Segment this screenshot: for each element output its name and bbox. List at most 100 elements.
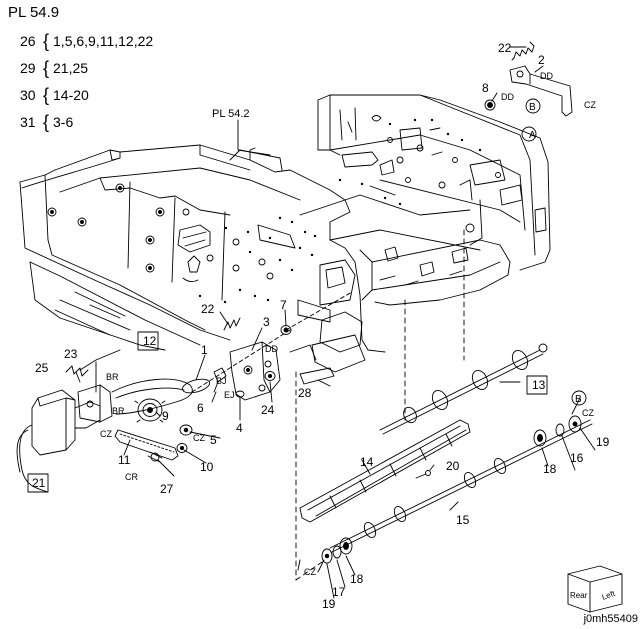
harness-cable — [21, 157, 121, 189]
callout-9: 9 — [162, 409, 169, 423]
code-br: BR — [106, 372, 119, 382]
boxed-callout-frames — [27, 331, 548, 493]
ring-16 — [555, 423, 565, 437]
callout-16: 16 — [570, 451, 584, 465]
callout-8: 8 — [482, 81, 489, 95]
ring-17 — [332, 545, 342, 559]
spring-22-top — [511, 41, 535, 61]
callout-numbers: 22 2 8 3 22 7 1 23 25 6 9 4 24 5 11 10 2… — [32, 41, 610, 611]
code-ej: EJ — [224, 390, 235, 400]
belt-11 — [114, 429, 179, 461]
code-cz: CZ — [193, 433, 205, 443]
callout-20: 20 — [446, 459, 460, 473]
callout-10: 10 — [200, 460, 214, 474]
callout-18: 18 — [543, 462, 557, 476]
part-20 — [415, 470, 431, 479]
kit-row: 29 {21,25 — [20, 57, 88, 78]
orientation-left: Left — [601, 589, 617, 602]
callout-12: 12 — [143, 334, 157, 348]
callout-21: 21 — [32, 476, 46, 490]
gear-9 — [134, 398, 166, 423]
callout-19: 19 — [322, 597, 336, 611]
callout-22: 22 — [201, 302, 215, 316]
callout-11: 11 — [118, 453, 131, 467]
right-frame — [299, 94, 551, 306]
code-bj: BJ — [216, 376, 227, 386]
cross-reference: PL 54.2 — [212, 108, 250, 120]
belt-1 — [181, 378, 211, 394]
bracket-2 — [509, 65, 573, 117]
kit-brace: { — [43, 58, 50, 78]
kit-row: 30 {14-20 — [20, 84, 89, 105]
code-cz: CZ — [100, 429, 112, 439]
letter-codes: DD DD DD CZ CZ CZ CZ CZ BR BR BJ EJ CR A… — [100, 71, 596, 577]
callout-2: 2 — [538, 53, 545, 67]
gear-24 — [264, 371, 276, 381]
orientation-rear: Rear — [570, 591, 588, 600]
callout-19: 19 — [596, 435, 610, 449]
kit-number: 29 — [20, 60, 36, 76]
callout-14: 14 — [360, 455, 374, 469]
callout-13: 13 — [532, 378, 546, 392]
drawing-code: j0mh55409 — [583, 613, 638, 625]
axis-line — [191, 329, 291, 393]
code-cr: CR — [125, 472, 138, 482]
code-cz: CZ — [582, 408, 594, 418]
callout-27: 27 — [160, 482, 174, 496]
callout-28: 28 — [298, 386, 312, 400]
axis-line — [285, 291, 353, 331]
callout-17: 17 — [332, 585, 346, 599]
spring-23 — [65, 365, 89, 377]
guide-14 — [299, 419, 471, 523]
frame-holes — [47, 137, 501, 280]
kit-brace: { — [43, 112, 50, 132]
pulley-5 — [179, 424, 193, 436]
main-frame — [19, 144, 386, 373]
callout-6: 6 — [197, 401, 204, 415]
callout-15: 15 — [456, 513, 470, 527]
alignment-lines — [295, 229, 465, 581]
part-8-bearing — [484, 99, 496, 111]
callout-24: 24 — [261, 403, 275, 417]
kit-items: 21,25 — [53, 60, 89, 76]
pulley-10 — [176, 443, 188, 453]
bearing-18-right — [533, 429, 547, 447]
callout-3: 3 — [263, 315, 270, 329]
marker-circles — [521, 98, 587, 406]
kit-number: 31 — [20, 114, 36, 130]
kit-row: 31 {3-6 — [20, 111, 73, 132]
kit-brace: { — [43, 85, 50, 105]
roller-15 — [329, 419, 593, 553]
kit-items: 1,5,6,9,11,12,22 — [53, 33, 154, 49]
shaft-27 — [147, 451, 163, 463]
gear-19-right — [568, 415, 582, 433]
code-cz: CZ — [304, 567, 316, 577]
orientation-labels: Rear Left — [570, 589, 617, 602]
leader-lines — [75, 46, 596, 599]
callout-1: 1 — [201, 343, 208, 357]
callout-23: 23 — [64, 347, 78, 361]
screw-4 — [235, 390, 245, 405]
callout-25: 25 — [35, 361, 49, 375]
roller-13 — [379, 343, 548, 435]
frame-dots — [198, 118, 482, 304]
bearing-18-left — [339, 537, 353, 555]
callout-7: 7 — [280, 298, 287, 312]
marker-b: B — [575, 394, 582, 405]
kit-number: 26 — [20, 33, 36, 49]
callout-4: 4 — [236, 421, 243, 435]
callout-18: 18 — [350, 572, 364, 586]
code-br: BR — [112, 406, 125, 416]
kit-items: 14-20 — [53, 87, 89, 103]
kit-items: 3-6 — [53, 114, 74, 130]
spring-22-mid — [223, 317, 241, 331]
kit-row: 26{1,5,6,9,11,12,22 — [20, 30, 153, 51]
bracket-25 — [77, 384, 113, 423]
kit-number: 30 — [20, 87, 36, 103]
code-dd: DD — [540, 71, 553, 81]
marker-a: A — [529, 130, 536, 141]
orientation-cube — [567, 565, 623, 613]
gear-19-left — [321, 548, 333, 564]
